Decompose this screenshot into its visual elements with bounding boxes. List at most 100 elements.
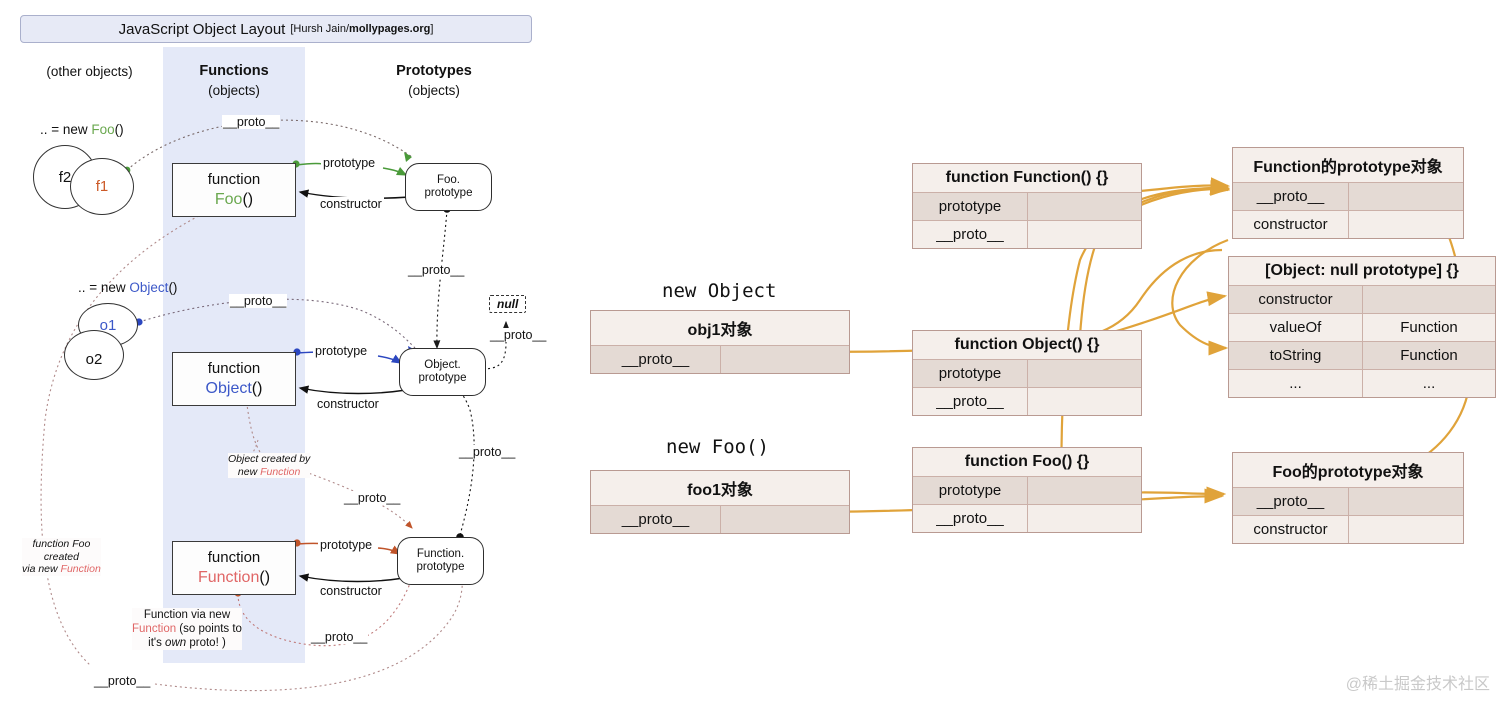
- column-header-prototypes: Prototypes (objects): [396, 63, 472, 98]
- row-value: ...: [1422, 375, 1436, 392]
- row-key: prototype: [913, 477, 1028, 504]
- note-function-via-new: Function via new Function (so points to …: [132, 608, 242, 650]
- proto-label-funcproto-objproto: __proto__: [458, 445, 517, 459]
- table-row: __proto__: [1233, 183, 1463, 211]
- row-value: [1028, 477, 1141, 504]
- row-value: Function: [1400, 347, 1458, 364]
- circle-f1: f1: [70, 158, 134, 215]
- row-key: __proto__: [591, 346, 721, 373]
- watermark: @稀土掘金技术社区: [1345, 676, 1490, 693]
- row-value: [721, 506, 849, 533]
- table-row: prototype: [913, 360, 1141, 388]
- table-header: Foo的prototype对象: [1233, 453, 1463, 488]
- note-object-created-by: Object created by new Function: [228, 453, 311, 478]
- proto-label-objproto-null: __proto__: [489, 328, 548, 342]
- column-header-other-objects: (other objects): [46, 64, 133, 79]
- Foo-prototype-table: Foo的prototype对象 __proto__ constructor: [1232, 452, 1464, 544]
- row-key: prototype: [913, 360, 1028, 387]
- edge-label-constructor-object: constructor: [315, 397, 381, 411]
- proto-label-f1: __proto__: [222, 115, 281, 129]
- row-key: ...: [1229, 370, 1363, 397]
- note-function-foo-created: function Foo created via new Function: [22, 538, 101, 576]
- table-row: __proto__: [1233, 488, 1463, 516]
- table-row: __proto__: [591, 506, 849, 533]
- title-banner: JavaScript Object Layout [Hursh Jain/mol…: [20, 15, 532, 43]
- table-row: ... ...: [1229, 370, 1495, 397]
- table-row: toString Function: [1229, 342, 1495, 370]
- proto-label-object-fn: __proto__: [343, 491, 402, 505]
- row-value: [1028, 193, 1141, 220]
- table-header: function Object() {}: [913, 331, 1141, 360]
- row-value: [1349, 488, 1463, 515]
- table-header: [Object: null prototype] {}: [1229, 257, 1495, 286]
- table-row: prototype: [913, 193, 1141, 221]
- row-key: toString: [1229, 342, 1363, 369]
- row-value: [1028, 360, 1141, 387]
- table-row: __proto__: [913, 388, 1141, 415]
- table-header: obj1对象: [591, 311, 849, 346]
- foo-prototype-node: Foo. prototype: [405, 163, 492, 211]
- row-key: valueOf: [1229, 314, 1363, 341]
- table-row: valueOf Function: [1229, 314, 1495, 342]
- row-key: __proto__: [913, 388, 1028, 415]
- row-key: constructor: [1233, 211, 1349, 238]
- row-value: [1349, 516, 1463, 543]
- edge-label-prototype-object: prototype: [313, 344, 370, 358]
- edge-label-constructor-function: constructor: [318, 584, 384, 598]
- row-value: Function: [1400, 319, 1458, 336]
- row-key: __proto__: [913, 505, 1028, 532]
- row-value: [1349, 211, 1463, 238]
- function-Function-table: function Function() {} prototype __proto…: [912, 163, 1142, 249]
- table-row: constructor: [1233, 211, 1463, 238]
- edge-label-prototype-function: prototype: [318, 538, 375, 552]
- edge-label-constructor-foo: constructor: [318, 197, 384, 211]
- row-key: __proto__: [591, 506, 721, 533]
- obj1-object-table: obj1对象 __proto__: [590, 310, 850, 374]
- row-value: [1349, 183, 1463, 210]
- row-key: __proto__: [913, 221, 1028, 248]
- row-value: [721, 346, 849, 373]
- proto-label-o1: __proto__: [229, 294, 288, 308]
- function-object-box: function Object(): [172, 352, 296, 406]
- foo1-object-table: foo1对象 __proto__: [590, 470, 850, 534]
- function-Object-table: function Object() {} prototype __proto__: [912, 330, 1142, 416]
- table-row: __proto__: [913, 505, 1141, 532]
- column-header-functions: Functions (objects): [199, 63, 269, 98]
- table-header: function Foo() {}: [913, 448, 1141, 477]
- row-value: [1028, 221, 1141, 248]
- proto-label-fooproto: __proto__: [407, 263, 466, 277]
- table-header: foo1对象: [591, 471, 849, 506]
- row-key: constructor: [1229, 286, 1363, 313]
- page-title: JavaScript Object Layout: [118, 20, 286, 38]
- row-value: [1363, 286, 1495, 313]
- proto-label-foo-fn: __proto__: [93, 674, 152, 688]
- function-prototype-node: Function. prototype: [397, 537, 484, 585]
- object-instances-caption: .. = new Object(): [78, 280, 178, 295]
- function-function-box: function Function(): [172, 541, 296, 595]
- new-foo-caption: new Foo(): [666, 436, 769, 458]
- row-key: constructor: [1233, 516, 1349, 543]
- table-header: Function的prototype对象: [1233, 148, 1463, 183]
- table-header: function Function() {}: [913, 164, 1141, 193]
- object-prototype-node: Object. prototype: [399, 348, 486, 396]
- function-Foo-table: function Foo() {} prototype __proto__: [912, 447, 1142, 533]
- table-row: constructor: [1233, 516, 1463, 543]
- foo-instances-caption: .. = new Foo(): [40, 122, 124, 137]
- function-foo-box: function Foo(): [172, 163, 296, 217]
- edge-label-prototype-foo: prototype: [321, 156, 378, 170]
- row-value: [1028, 388, 1141, 415]
- Function-prototype-table: Function的prototype对象 __proto__ construct…: [1232, 147, 1464, 239]
- object-null-prototype-table: [Object: null prototype] {} constructor …: [1228, 256, 1496, 398]
- table-row: constructor: [1229, 286, 1495, 314]
- null-node: null: [489, 295, 527, 313]
- table-row: prototype: [913, 477, 1141, 505]
- row-value: [1028, 505, 1141, 532]
- new-object-caption: new Object: [662, 280, 777, 302]
- table-row: __proto__: [591, 346, 849, 373]
- circle-o2: o2: [64, 330, 124, 380]
- attribution: [Hursh Jain/mollypages.org]: [290, 23, 434, 35]
- row-key: __proto__: [1233, 183, 1349, 210]
- row-key: prototype: [913, 193, 1028, 220]
- row-key: __proto__: [1233, 488, 1349, 515]
